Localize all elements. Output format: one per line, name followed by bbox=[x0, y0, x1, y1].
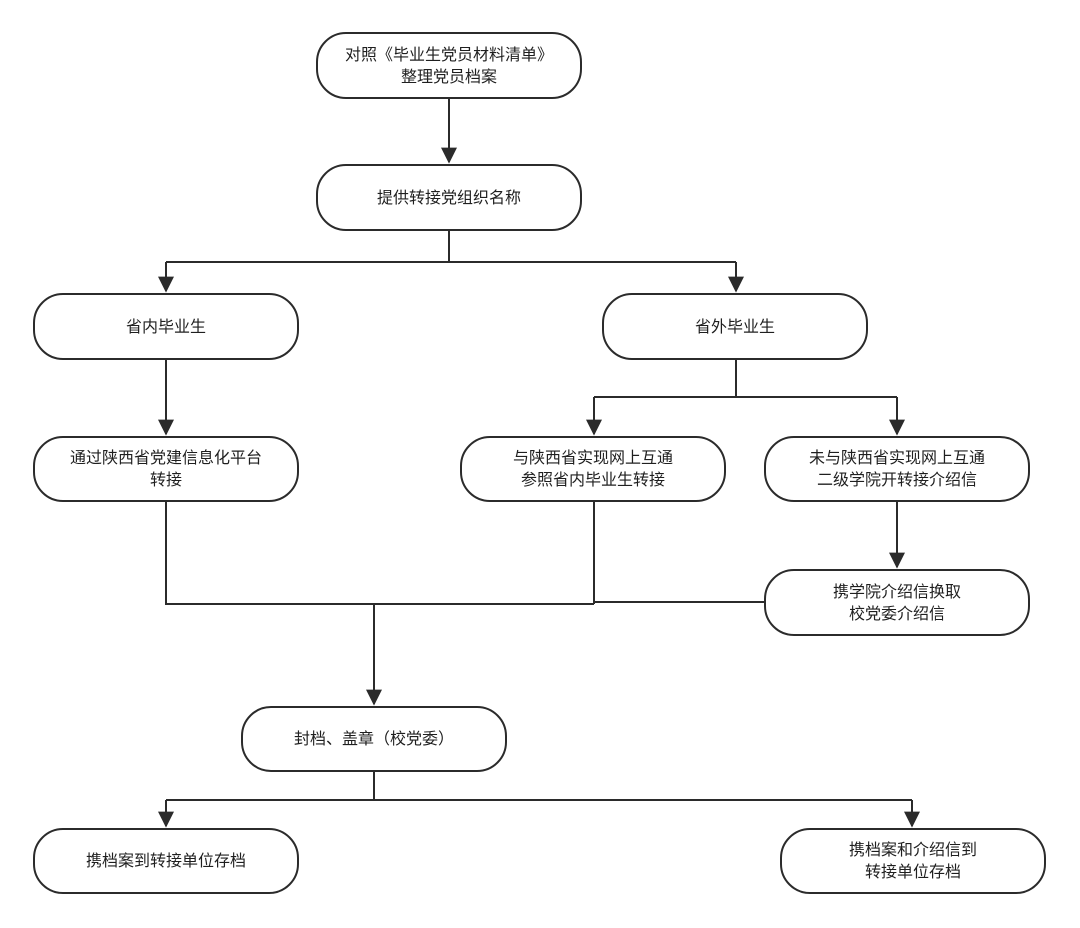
node-organize-files: 对照《毕业生党员材料清单》 整理党员档案 bbox=[316, 32, 582, 99]
node-exchange-letter-line2: 校党委介绍信 bbox=[848, 603, 945, 623]
node-carry-files: 携档案到转接单位存档 bbox=[33, 828, 299, 894]
node-carry-files-letter-line2: 转接单位存档 bbox=[864, 862, 961, 881]
node-exchange-letter: 携学院介绍信换取 校党委介绍信 bbox=[764, 569, 1030, 636]
node-organize-files-line2: 整理党员档案 bbox=[400, 66, 497, 86]
node-in-province-label: 省内毕业生 bbox=[125, 316, 206, 336]
node-provide-org-name: 提供转接党组织名称 bbox=[316, 164, 582, 231]
node-carry-files-letter: 携档案和介绍信到 转接单位存档 bbox=[780, 828, 1046, 894]
node-organize-files-line1: 对照《毕业生党员材料清单》 bbox=[344, 44, 553, 64]
node-interconnected-line2: 参照省内毕业生转接 bbox=[520, 470, 665, 489]
node-carry-files-label: 携档案到转接单位存档 bbox=[85, 851, 246, 870]
node-out-province: 省外毕业生 bbox=[602, 293, 868, 360]
node-provide-org-name-label: 提供转接党组织名称 bbox=[376, 187, 521, 207]
node-not-interconnected-line2: 二级学院开转接介绍信 bbox=[816, 470, 977, 489]
node-interconnected: 与陕西省实现网上互通 参照省内毕业生转接 bbox=[460, 436, 726, 502]
node-not-interconnected: 未与陕西省实现网上互通 二级学院开转接介绍信 bbox=[764, 436, 1030, 502]
node-not-interconnected-line1: 未与陕西省实现网上互通 bbox=[808, 448, 985, 467]
node-platform-transfer-line1: 通过陕西省党建信息化平台 bbox=[69, 448, 262, 467]
connector-platform-down bbox=[165, 502, 594, 605]
node-seal-stamp: 封档、盖章（校党委） bbox=[241, 706, 507, 772]
node-platform-transfer: 通过陕西省党建信息化平台 转接 bbox=[33, 436, 299, 502]
node-platform-transfer-line2: 转接 bbox=[149, 470, 182, 489]
node-interconnected-line1: 与陕西省实现网上互通 bbox=[512, 448, 673, 467]
node-exchange-letter-line1: 携学院介绍信换取 bbox=[832, 581, 961, 601]
node-out-province-label: 省外毕业生 bbox=[694, 316, 775, 336]
node-in-province: 省内毕业生 bbox=[33, 293, 299, 360]
node-carry-files-letter-line1: 携档案和介绍信到 bbox=[848, 840, 977, 859]
node-seal-stamp-label: 封档、盖章（校党委） bbox=[293, 729, 454, 748]
